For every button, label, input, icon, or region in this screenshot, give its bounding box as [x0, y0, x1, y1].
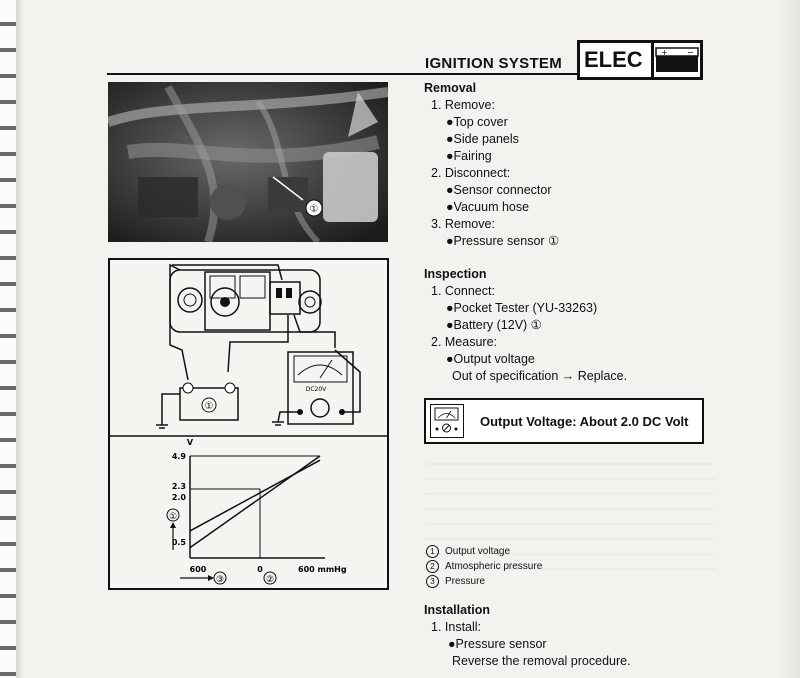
inspection-item: ●Pocket Tester (YU-33263): [446, 301, 598, 315]
inspection-step-1: 1. Connect:: [431, 284, 495, 298]
diagram-svg: ① DC20V V 4.9 2.3 2.0 0: [110, 263, 387, 585]
chart-y-tick-4-9: 4.9: [172, 452, 187, 461]
spec-box: Output Voltage: About 2.0 DC Volt: [424, 398, 704, 444]
header-rule: [107, 73, 577, 75]
engine-photo: ①: [106, 82, 389, 245]
chart-x-tick-neg-600: 600: [190, 565, 207, 574]
installation-item: ●Pressure sensor: [448, 637, 547, 651]
installation-step-1: 1. Install:: [431, 620, 482, 634]
chart-y-tick-0-5: 0.5: [172, 538, 187, 547]
removal-item: ●Pressure sensor ①: [446, 234, 560, 248]
inspection-step-2: 2. Measure:: [431, 335, 498, 349]
removal-heading: Removal: [424, 81, 477, 95]
section-tab: ELEC + −: [577, 40, 703, 80]
svg-text:+: +: [661, 48, 668, 57]
chart-x-tick-0: 0: [257, 565, 263, 574]
photo-callout: ①: [310, 204, 319, 215]
voltage-pressure-chart: V 4.9 2.3 2.0 0.5 ① 600 0 600 mmHg ③ ②: [166, 438, 347, 585]
removal-step-3: 3. Remove:: [431, 217, 495, 231]
spec-value: Output Voltage: About 2.0 DC Volt: [480, 413, 689, 429]
section-tab-label: ELEC: [580, 43, 654, 77]
chart-y-tick-2-0: 2.0: [172, 493, 187, 502]
svg-text:−: −: [687, 48, 694, 57]
chart-series-line-1: [189, 455, 321, 549]
chart-y-tick-2-3: 2.3: [172, 482, 186, 491]
chart-x-callout-mid: ②: [266, 575, 274, 585]
chart-series-line-2: [189, 459, 321, 532]
removal-item: ●Side panels: [446, 132, 519, 146]
removal-item: ●Vacuum hose: [446, 200, 530, 214]
inspection-item: ●Output voltage: [446, 352, 535, 366]
page-edge: [778, 0, 800, 678]
chart-x-callout-left: ③: [216, 575, 224, 585]
battery-icon: + −: [654, 46, 700, 74]
battery-callout: ①: [205, 401, 214, 412]
chart-y-unit: V: [187, 438, 194, 447]
removal-step-1: 1. Remove:: [431, 98, 495, 112]
installation-section: Installation 1. Install: ●Pressure senso…: [424, 602, 631, 670]
installation-heading: Installation: [424, 603, 490, 617]
multimeter-icon: [430, 404, 464, 438]
page-bleed-through: [425, 450, 715, 570]
page-title: IGNITION SYSTEM: [425, 55, 563, 72]
procedure-text: Removal 1. Remove: ●Top cover ●Side pane…: [424, 80, 794, 385]
removal-item: ●Sensor connector: [446, 183, 552, 197]
inspection-note: Out of specification → Replace.: [452, 369, 628, 383]
inspection-heading: Inspection: [424, 267, 487, 281]
chart-x-tick-600: 600 mmHg: [298, 565, 347, 574]
inspection-item: ●Battery (12V) ①: [446, 318, 542, 332]
removal-step-2: 2. Disconnect:: [431, 166, 511, 180]
installation-note: Reverse the removal procedure.: [452, 654, 631, 668]
wiring-and-graph-diagram: ① DC20V V 4.9 2.3 2.0 0: [108, 258, 389, 590]
page-gutter: [16, 0, 24, 678]
meter-range-label: DC20V: [306, 386, 327, 393]
chart-y-callout: ①: [169, 512, 177, 522]
removal-item: ●Fairing: [446, 149, 492, 163]
ring-binding: [0, 0, 17, 678]
removal-item: ●Top cover: [446, 115, 508, 129]
